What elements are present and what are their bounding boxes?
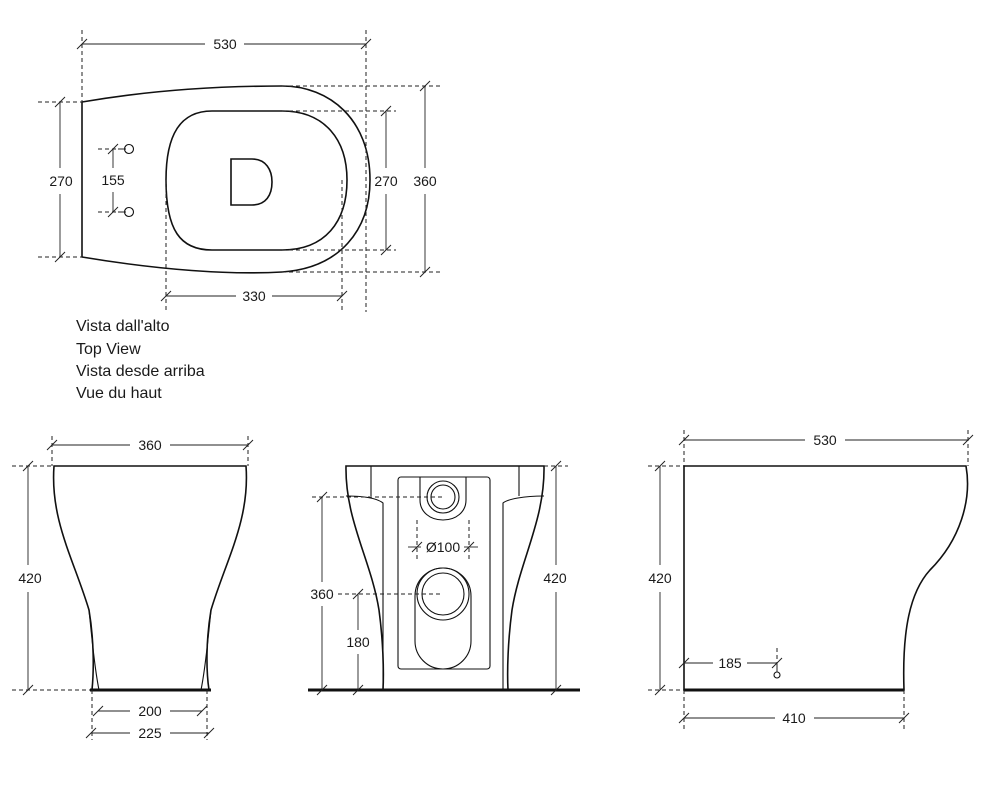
side-height-dim: 420: [648, 570, 672, 586]
fixing-spacing-dim: 155: [101, 172, 125, 188]
top-view-seat-opening: [165, 110, 348, 251]
front-base-outer-dim: 225: [138, 725, 162, 741]
top-seat-width-dim: 270: [374, 173, 398, 189]
side-length-dim: 530: [813, 432, 837, 448]
top-total-width-dim: 360: [413, 173, 437, 189]
drain-point-icon: [773, 665, 781, 679]
caption-french: Vue du haut: [76, 385, 162, 402]
side-view: 530 420 185 410: [648, 430, 974, 730]
rear-height-dim: 420: [543, 570, 567, 586]
side-view-outline: [683, 465, 969, 691]
side-base-length-dim: 410: [782, 710, 806, 726]
top-view-bowl-outline: [81, 85, 371, 274]
top-view-drain-shape: [230, 158, 273, 206]
fixing-hole-icon: [118, 206, 135, 218]
rear-view: Ø100 420 360 180: [308, 460, 580, 696]
rear-inlet-height-dim: 180: [346, 634, 370, 650]
front-base-inner-dim: 200: [138, 703, 162, 719]
top-length-dim: 530: [213, 36, 237, 52]
side-drain-distance-dim: 185: [718, 655, 742, 671]
rear-outlet-height-dim: 360: [310, 586, 334, 602]
rear-inlet-slot: [414, 567, 472, 670]
top-view: 530 270 155 270 360 330 Vista dall'alto: [38, 30, 442, 402]
front-view-outline: [52, 465, 248, 691]
caption-spanish: Vista desde arriba: [76, 363, 205, 380]
top-rear-width-dim: 270: [49, 173, 73, 189]
caption-english: Top View: [76, 341, 141, 358]
front-width-dim: 360: [138, 437, 162, 453]
caption-italian: Vista dall'alto: [76, 318, 170, 335]
front-view: 360 420 200 225: [12, 436, 254, 741]
front-height-dim: 420: [18, 570, 42, 586]
fixing-hole-icon: [118, 143, 135, 155]
rear-diameter-dim: Ø100: [426, 539, 460, 555]
top-seat-length-dim: 330: [242, 288, 266, 304]
